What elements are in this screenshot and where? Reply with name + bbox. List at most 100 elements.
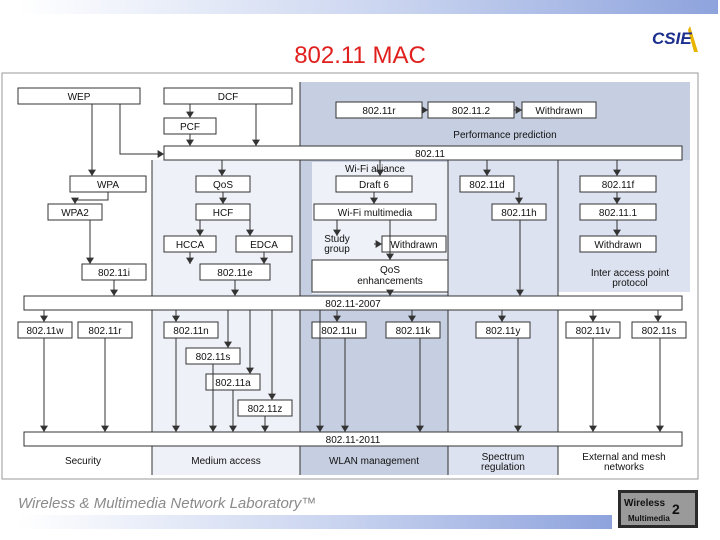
arrowhead xyxy=(333,315,341,322)
qos-enhancements-label-1: QoS xyxy=(380,265,400,276)
dcf-label: DCF xyxy=(218,92,239,103)
arrowhead xyxy=(260,257,268,264)
study-group-label-1: Study xyxy=(324,234,350,245)
802-11i-label: 802.11i xyxy=(98,268,130,279)
wifi-multimedia-label: Wi-Fi multimedia xyxy=(338,208,413,219)
arrowhead xyxy=(613,197,621,204)
category-external-1: External and mesh xyxy=(582,452,665,463)
802-11-2007-bar xyxy=(23,295,683,311)
802-11k-label: 802.11k xyxy=(396,326,432,337)
arrowhead xyxy=(172,315,180,322)
arrowhead xyxy=(157,150,164,158)
arrowhead xyxy=(86,257,94,264)
802-11f-label: 802.11f xyxy=(602,180,635,191)
802-11d-label: 802.11d xyxy=(469,180,504,191)
arrowhead xyxy=(515,106,522,114)
802-11u-box xyxy=(311,321,367,339)
category-spectrum-2: regulation xyxy=(481,462,525,473)
arrowhead xyxy=(40,315,48,322)
arrowhead xyxy=(246,367,254,374)
svg-text:CSIE: CSIE xyxy=(652,29,692,48)
wifi-multimedia-box xyxy=(313,203,437,221)
802-11r-label: 802.11r xyxy=(88,326,122,337)
category-external-2: networks xyxy=(604,462,644,473)
study-group-label-2: group xyxy=(324,244,350,255)
arrowhead xyxy=(654,315,662,322)
wep-label: WEP xyxy=(68,92,91,103)
arrowhead xyxy=(268,393,276,400)
802-11s-right-label: 802.11s xyxy=(642,326,677,337)
arrowhead xyxy=(186,139,194,146)
arrowhead xyxy=(40,425,48,432)
arrowhead xyxy=(246,229,254,236)
arrowhead xyxy=(408,315,416,322)
arrowhead xyxy=(186,257,194,264)
arrowhead xyxy=(613,229,621,236)
802-11-base-label: 802.11 xyxy=(415,149,445,160)
footer-lab-name: Wireless & Multimedia Network Laboratory… xyxy=(18,495,317,512)
arrowhead xyxy=(498,315,506,322)
category-spectrum-1: Spectrum xyxy=(482,452,525,463)
802-11-2011-label: 802.11-2011 xyxy=(326,435,381,446)
ieee-802-11-mac-diagram: WEP DCF PCF 802.11r 802.11.2 Withdrawn P… xyxy=(1,72,699,480)
top-gradient-bar xyxy=(18,0,718,14)
arrowhead xyxy=(613,169,621,176)
802-11y-label: 802.11y xyxy=(486,326,521,337)
802-11f-box xyxy=(579,175,657,193)
802-11n-box xyxy=(163,321,219,339)
qos-enhancements-label-2: enhancements xyxy=(357,276,423,287)
arrowhead xyxy=(514,425,522,432)
slide-title: 802.11 MAC xyxy=(294,42,426,69)
arrowhead xyxy=(333,229,341,236)
802-11u-label: 802.11u xyxy=(321,326,356,337)
arrowhead xyxy=(229,425,237,432)
802-11s-label: 802.11s xyxy=(196,352,231,363)
arrowhead xyxy=(483,169,491,176)
wifi-alliance-label: Wi-Fi alliance xyxy=(345,164,405,175)
wep-box xyxy=(17,87,141,105)
arrowhead xyxy=(219,197,227,204)
pcf-label: PCF xyxy=(180,122,200,133)
arrowhead xyxy=(589,425,597,432)
802-11e-label: 802.11e xyxy=(217,268,253,279)
bottom-gradient-bar xyxy=(18,515,612,529)
csie-logo: CSIE xyxy=(652,26,698,52)
performance-prediction-label: Performance prediction xyxy=(453,130,556,141)
wpa2-label: WPA2 xyxy=(61,208,89,219)
802-11y-box xyxy=(475,321,531,339)
wpa-label: WPA xyxy=(97,180,119,191)
arrowhead xyxy=(224,341,232,348)
withdrawn-mid-label: Withdrawn xyxy=(390,240,437,251)
edca-label: EDCA xyxy=(250,240,278,251)
arrowhead xyxy=(515,197,523,204)
wireless-multimedia-logo: Wireless 2 Multimedia xyxy=(618,490,698,528)
withdrawn-top-label: Withdrawn xyxy=(535,106,582,117)
802-11-2011-bar xyxy=(23,431,683,447)
arrowhead xyxy=(88,169,96,176)
category-security: Security xyxy=(65,456,101,467)
arrowhead xyxy=(71,197,79,204)
qos-enhancements-box xyxy=(311,259,449,293)
arrowhead xyxy=(386,253,394,260)
arrowhead xyxy=(252,139,260,146)
arrowhead xyxy=(316,425,324,432)
802-11w-box xyxy=(17,321,73,339)
arrowhead xyxy=(421,106,428,114)
withdrawn-right-box xyxy=(579,235,657,253)
arrowhead xyxy=(172,425,180,432)
arrowhead xyxy=(209,425,217,432)
arrowhead xyxy=(370,197,378,204)
qos-label: QoS xyxy=(213,180,233,191)
arrowhead xyxy=(218,169,226,176)
802-11n-label: 802.11n xyxy=(173,326,208,337)
arrowhead xyxy=(656,425,664,432)
802-11h-label: 802.11h xyxy=(501,208,536,219)
802-11-2-label: 802.11.2 xyxy=(452,106,491,117)
arrowhead xyxy=(341,425,349,432)
hcca-label: HCCA xyxy=(176,240,205,251)
802-11-1-label: 802.11.1 xyxy=(599,208,638,219)
802-11-1-box xyxy=(579,203,657,221)
draft-6-label: Draft 6 xyxy=(359,180,389,191)
arrowhead xyxy=(261,425,269,432)
arrowhead xyxy=(196,229,204,236)
